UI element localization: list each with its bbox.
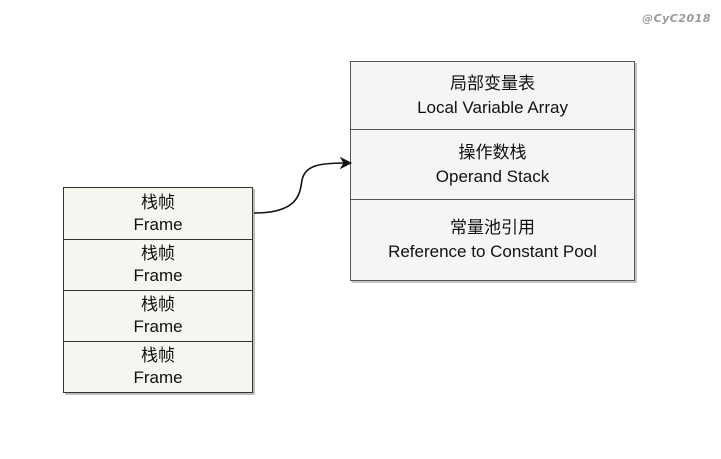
section-label-zh: 操作数栈 <box>458 142 527 162</box>
watermark: @CyC2018 <box>642 12 711 25</box>
section-label-en: Local Variable Array <box>417 97 568 117</box>
constant-pool-reference-section: 常量池引用 Reference to Constant Pool <box>350 199 635 281</box>
connector-curve <box>253 162 346 214</box>
section-label-en: Operand Stack <box>435 166 550 186</box>
local-variable-array-section: 局部变量表 Local Variable Array <box>350 61 635 130</box>
stack-frame-box: 栈帧 Frame <box>63 290 253 342</box>
section-label-en: Reference to Constant Pool <box>388 242 597 261</box>
stack-frame-label-zh: 栈帧 <box>141 192 175 212</box>
section-label-zh: 常量池引用 <box>450 218 535 237</box>
stack-frame-label-zh: 栈帧 <box>141 244 175 263</box>
stack-frame-box: 栈帧 Frame <box>63 187 253 240</box>
operand-stack-section: 操作数栈 Operand Stack <box>350 129 635 200</box>
frame-detail: 局部变量表 Local Variable Array 操作数栈 Operand … <box>350 61 635 281</box>
stack-frame-label-en: Frame <box>133 214 183 234</box>
stack-frame-label-zh: 栈帧 <box>141 295 175 314</box>
stack-frame-label-en: Frame <box>133 266 183 285</box>
section-label-zh: 局部变量表 <box>450 73 535 93</box>
stack-frame-box: 栈帧 Frame <box>63 341 253 393</box>
stack-frame-label-en: Frame <box>133 368 183 387</box>
stack-frame-label-zh: 栈帧 <box>141 346 175 365</box>
stack-frame-label-en: Frame <box>133 317 183 336</box>
stack-frames: 栈帧 Frame 栈帧 Frame 栈帧 Frame 栈帧 Frame <box>63 187 253 393</box>
stack-frame-box: 栈帧 Frame <box>63 239 253 291</box>
